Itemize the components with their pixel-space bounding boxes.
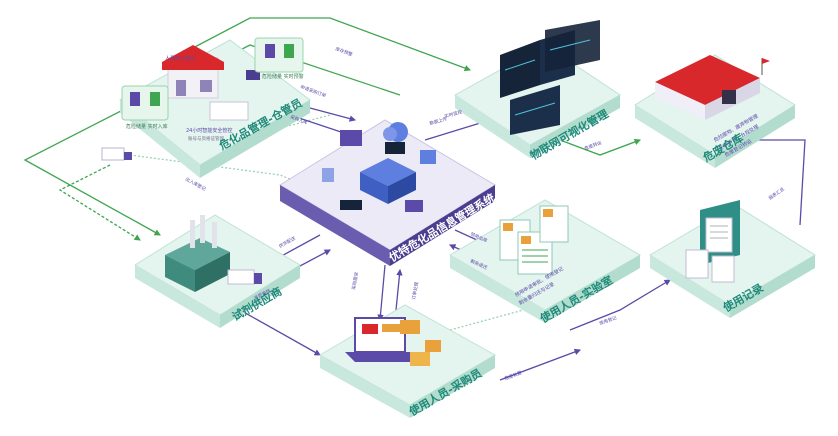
camera-card-1	[254, 37, 304, 73]
cloud-server-icon	[383, 122, 408, 142]
line-truck	[58, 164, 141, 241]
node-supplier: 试剂供应商	[134, 214, 301, 328]
line-supplier-purchase	[239, 309, 321, 356]
edge-label-7: 实时监控	[444, 108, 464, 120]
edge-label-15: 订单处理	[410, 281, 420, 300]
document-stack-icon	[499, 205, 569, 275]
line-warehouse-iot	[169, 17, 472, 72]
edge-label-12: 报表汇总	[767, 185, 786, 201]
line-iot-storage	[559, 138, 642, 156]
server-cubes-icon	[322, 130, 436, 212]
warehouse-note-2: 危险储量 实时预警	[262, 73, 304, 80]
factory-icon	[165, 215, 262, 292]
line-center-purchase-a	[377, 264, 386, 322]
line-record-storage	[743, 136, 806, 226]
warehouse-note-4: 24小时智能安全管控	[186, 127, 232, 134]
edge-label-8: 危废转运	[583, 139, 603, 152]
warehouse-icon	[162, 45, 260, 121]
red-roof-building-icon	[655, 55, 770, 120]
camera-card-2	[121, 85, 169, 121]
node-record: 使用记录	[649, 200, 816, 318]
laptop-boxes-icon	[345, 317, 441, 366]
edge-label-11: 供货配送	[278, 234, 298, 249]
edge-label-10: 采购需求	[350, 271, 360, 290]
edge-label-3: 库存预警	[334, 45, 354, 58]
line-lab-record	[569, 279, 671, 331]
truck-icon	[101, 147, 132, 161]
line-purchase-lab	[499, 348, 582, 381]
monitor-wall-icon	[500, 20, 600, 135]
warehouse-note-5: 账号与资格证管理	[188, 135, 224, 142]
warehouse-note-3: 危险储量 实时入库	[126, 123, 168, 130]
node-center: 优特危化品信息管理系统	[279, 119, 497, 266]
paper-records-icon	[685, 200, 740, 283]
edge-label-16: 危废处置	[503, 369, 523, 382]
warehouse-note-1: 人员出入登记	[165, 55, 195, 62]
edge-label-6: 数据上传	[429, 115, 449, 127]
edge-label-14: 出入库登记	[184, 176, 208, 193]
node-iot: 物联网可视化管理	[454, 20, 621, 163]
node-storage: 危险废物、废弃物管理 定期清理、合规处理 危废登记转运 危废仓库	[634, 54, 796, 168]
node-warehouse: 人员出入登记 危险储量 实时预警 危险储量 实时入库 24小时智能安全管控 账号…	[101, 37, 311, 178]
edge-label-9: 使用登记	[598, 314, 618, 327]
node-purchase: 使用人员-采购员	[318, 304, 497, 419]
line-dash-lab-purchase	[449, 299, 561, 331]
